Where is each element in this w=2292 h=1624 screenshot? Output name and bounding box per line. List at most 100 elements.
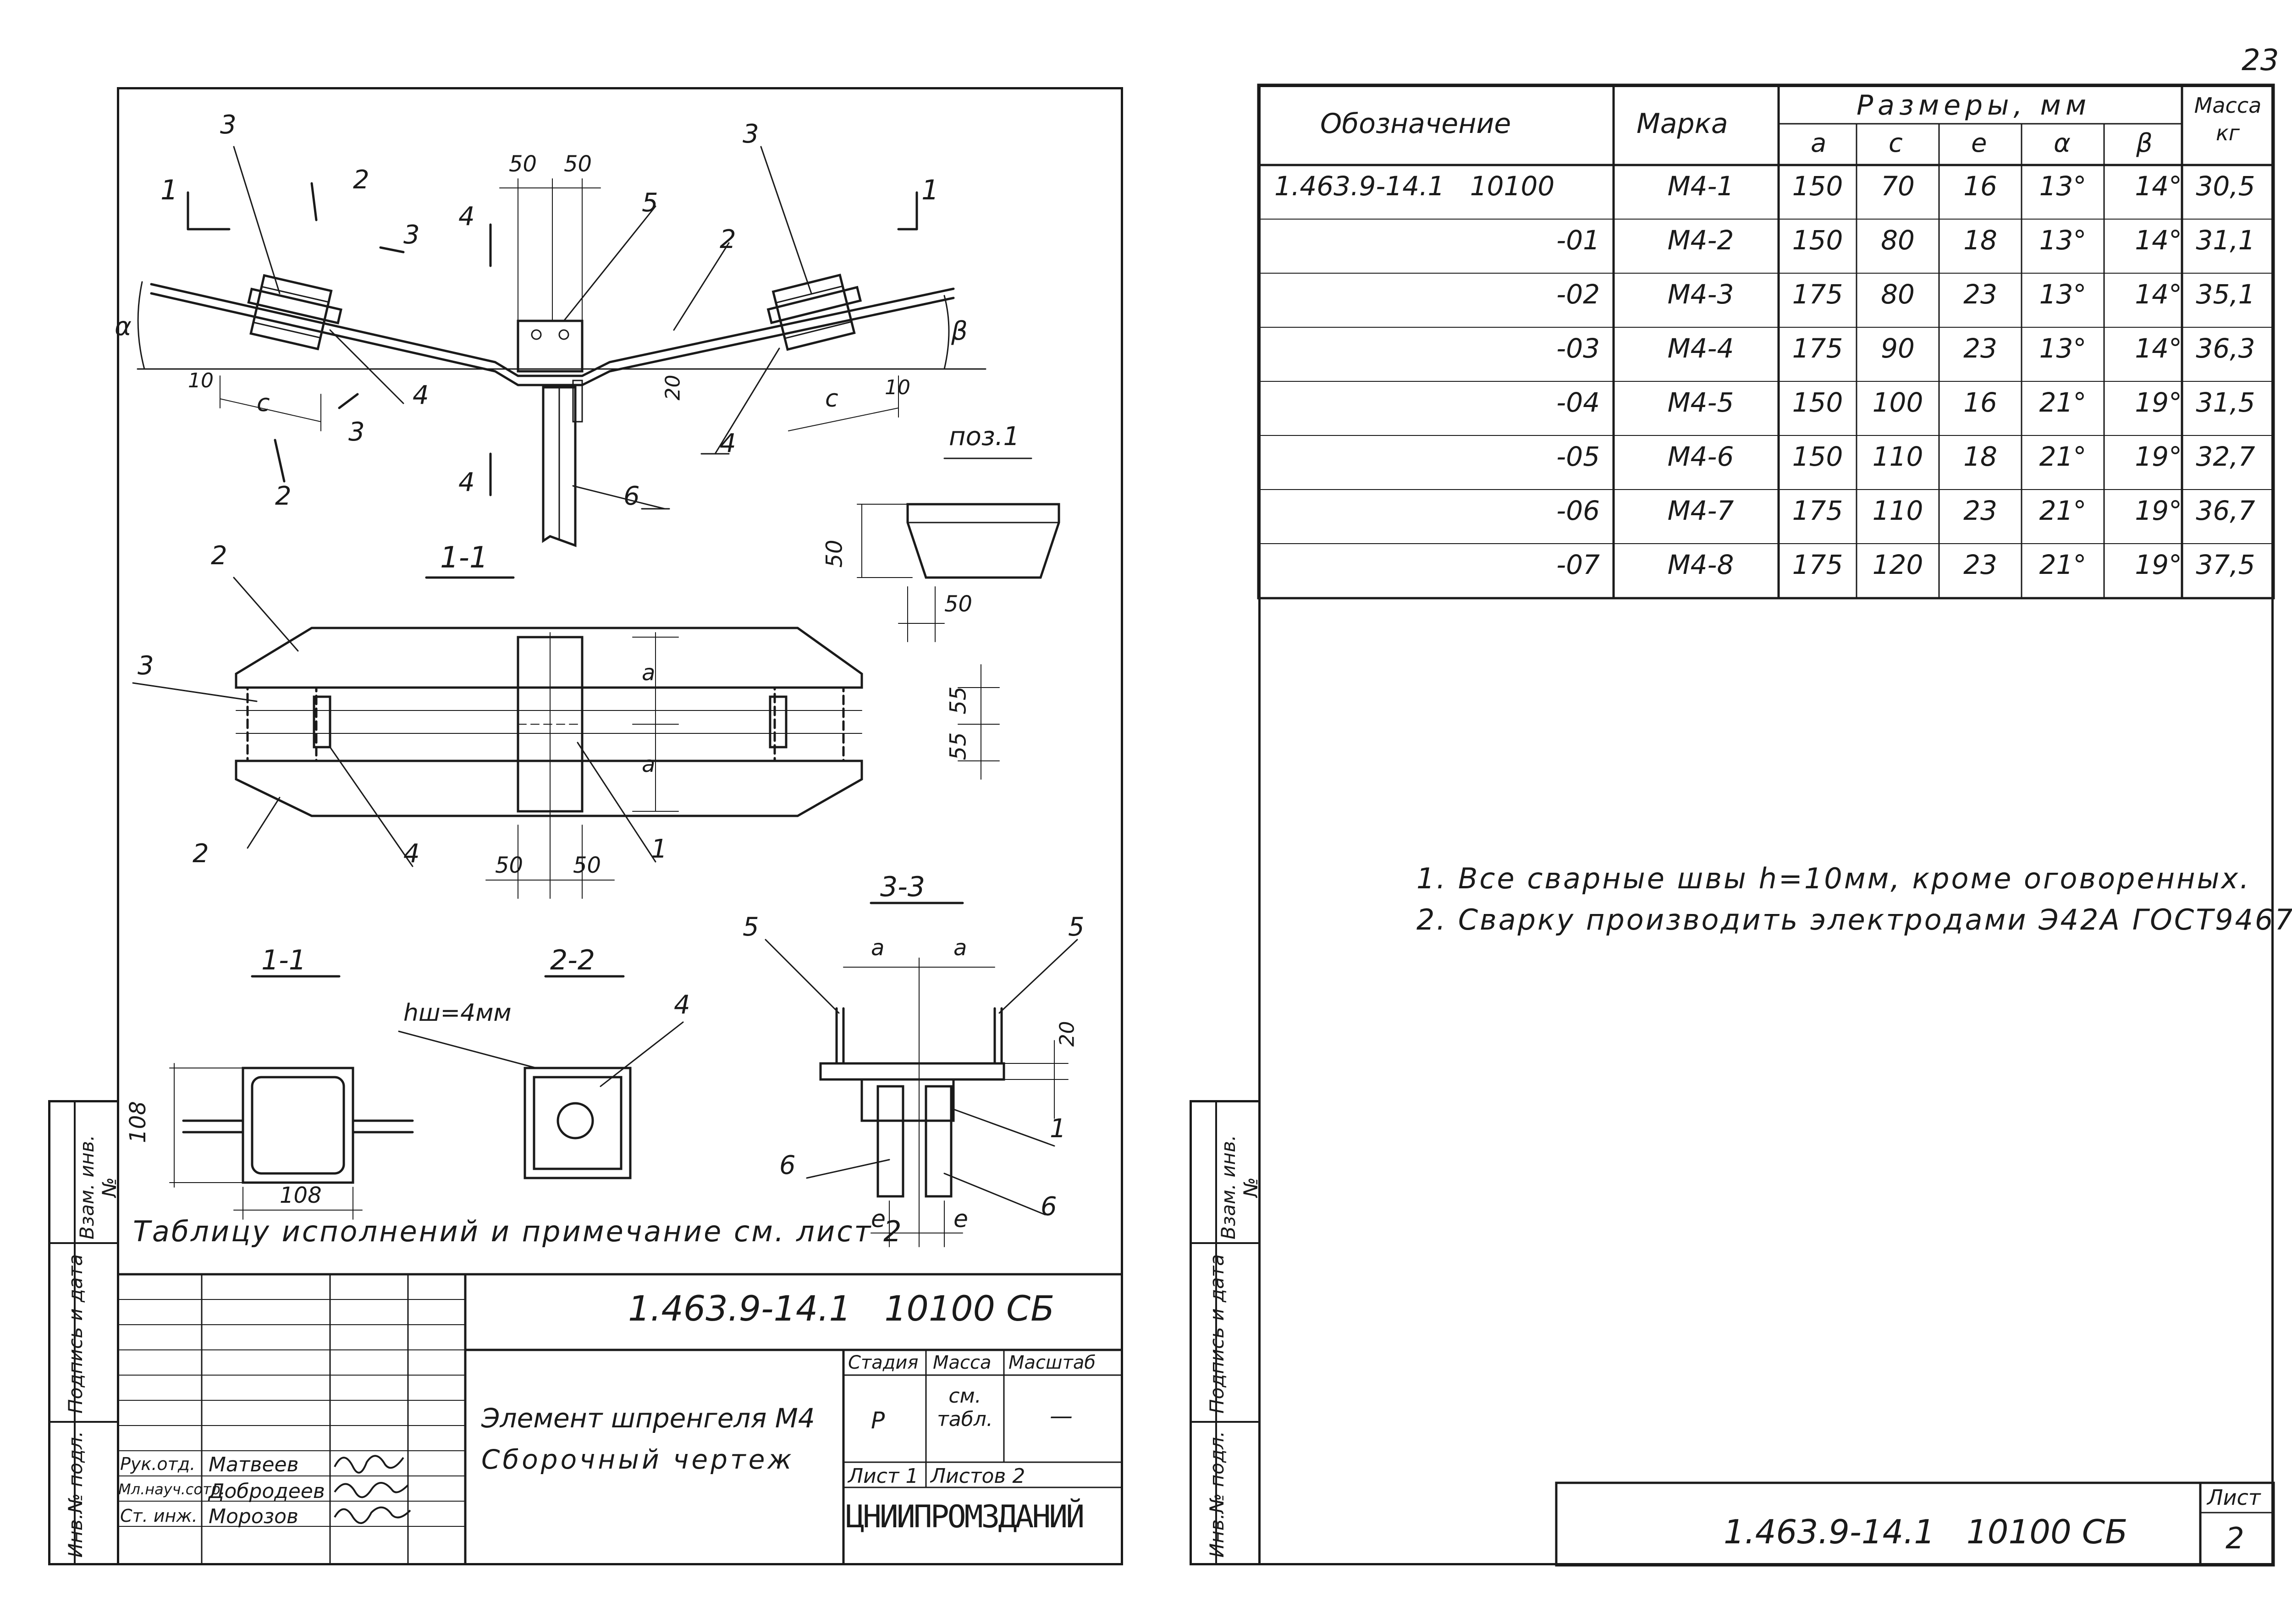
section-mark-2-bot: 2 <box>275 481 292 511</box>
callout-5c: 5 <box>1068 912 1085 942</box>
table-cell-mark: М4-5 <box>1667 387 1734 418</box>
table-cell-e: 16 <box>1963 171 1997 202</box>
table-cell-e: 23 <box>1963 279 1997 310</box>
table-cell-alpha: 13° <box>2039 333 2087 364</box>
side-div-1 <box>48 1242 117 1244</box>
callout-5b: 5 <box>743 912 759 942</box>
table-cell-mark: М4-7 <box>1667 495 1734 526</box>
callout-3c: 3 <box>138 651 154 681</box>
dim-50-right: 50 <box>564 151 592 177</box>
right-sheet-number: 2 <box>2226 1522 2244 1556</box>
role-ml-nauch: Мл.науч.сотр. <box>118 1481 226 1498</box>
table-cell-c: 100 <box>1872 387 1923 418</box>
dim-a-top: a <box>642 660 656 686</box>
dim-a-33-left: a <box>871 935 885 961</box>
table-cell-mass: 31,1 <box>2196 225 2255 256</box>
callout-1a: 1 <box>651 834 667 864</box>
table-cell-beta: 14° <box>2135 333 2182 364</box>
name-morozov: Морозов <box>209 1505 298 1528</box>
pos1-label: поз.1 <box>949 422 1020 451</box>
table-cell-alpha: 13° <box>2039 171 2087 202</box>
callout-4a: 4 <box>413 380 429 410</box>
table-cell-a: 150 <box>1792 387 1843 418</box>
dim-50-plan-right: 50 <box>573 853 601 878</box>
pos1-dim-50-h: 50 <box>944 591 973 617</box>
left-drawing-sheet <box>117 87 1123 1565</box>
table-cell-mark: М4-1 <box>1667 171 1734 202</box>
callout-1b: 1 <box>1050 1114 1066 1144</box>
section-mark-2-top: 2 <box>353 165 369 195</box>
name-dobrodeev: Добродеев <box>209 1480 325 1503</box>
callout-3b: 3 <box>743 119 759 149</box>
table-cell-designation: -01 <box>1556 225 1600 256</box>
right-side-strip <box>1190 1100 1258 1565</box>
stage-head: Стадия <box>848 1352 919 1373</box>
scale-value: — <box>1050 1403 1073 1429</box>
section-22-title: 2-2 <box>550 944 595 976</box>
callout-4d: 4 <box>674 990 690 1020</box>
table-cell-c: 110 <box>1872 495 1923 526</box>
table-cell-a: 150 <box>1792 441 1843 472</box>
table-cell-e: 18 <box>1963 441 1997 472</box>
section-mark-3-bot: 3 <box>348 417 365 447</box>
table-cell-mass: 30,5 <box>2196 171 2255 202</box>
table-cell-c: 70 <box>1881 171 1915 202</box>
title-line-2: Сборочный чертеж <box>481 1444 794 1475</box>
note-1: 1. Все сварные швы h=10мм, кроме оговоре… <box>1416 862 2251 895</box>
right-sheet-head: Лист <box>2207 1485 2261 1510</box>
dim-alpha: α <box>115 312 132 341</box>
section-33-title: 3-3 <box>880 871 925 903</box>
callout-6a: 6 <box>623 481 640 511</box>
role-ruk-otd: Рук.отд. <box>120 1454 196 1474</box>
table-cell-mass: 31,5 <box>2196 387 2255 418</box>
callout-2a: 2 <box>720 225 736 254</box>
table-cell-a: 175 <box>1792 549 1843 580</box>
table-cell-mass: 37,5 <box>2196 549 2255 580</box>
title-line-1: Элемент шпренгеля М4 <box>481 1403 815 1434</box>
table-cell-beta: 14° <box>2135 279 2182 310</box>
role-st-inzh: Ст. инж. <box>120 1506 198 1526</box>
stage-value: Р <box>871 1407 885 1434</box>
table-cell-a: 175 <box>1792 495 1843 526</box>
callout-2b: 2 <box>211 541 227 571</box>
table-cell-designation: -03 <box>1556 333 1600 364</box>
table-cell-c: 80 <box>1881 225 1915 256</box>
callout-6c: 6 <box>1041 1192 1057 1222</box>
table-cell-alpha: 21° <box>2039 441 2087 472</box>
table-cell-alpha: 21° <box>2039 495 2087 526</box>
mass-value: см. табл. <box>937 1384 993 1431</box>
table-cell-mass: 36,7 <box>2196 495 2255 526</box>
table-cell-mass: 35,1 <box>2196 279 2255 310</box>
callout-6b: 6 <box>779 1151 796 1180</box>
table-cell-e: 23 <box>1963 495 1997 526</box>
table-cell-e: 23 <box>1963 549 1997 580</box>
mass-head: Масса <box>933 1352 992 1373</box>
table-cell-designation: 1.463.9-14.1 10100 <box>1274 171 1555 202</box>
table-cell-alpha: 13° <box>2039 279 2087 310</box>
callout-5: 5 <box>642 188 658 218</box>
sub-head-c: c <box>1889 128 1903 158</box>
left-doc-code: 1.463.9-14.1 10100 СБ <box>628 1288 1055 1329</box>
weld-note-hsh: hш=4мм <box>403 999 512 1027</box>
table-cell-alpha: 21° <box>2039 549 2087 580</box>
dim-c-right: c <box>825 385 838 413</box>
table-cell-c: 80 <box>1881 279 1915 310</box>
scale-head: Масштаб <box>1008 1352 1096 1373</box>
table-cell-a: 150 <box>1792 225 1843 256</box>
dim-beta: β <box>951 316 968 346</box>
table-cell-beta: 19° <box>2135 549 2182 580</box>
name-matveev: Матвеев <box>209 1453 299 1476</box>
table-cell-c: 90 <box>1881 333 1915 364</box>
callout-4b: 4 <box>720 429 736 458</box>
callout-2c: 2 <box>193 839 209 869</box>
left-side-strip <box>48 1100 117 1565</box>
table-head-mark: Марка <box>1636 108 1728 140</box>
table-head-designation: Обозначение <box>1320 108 1511 140</box>
section-11-title: 1-1 <box>261 944 306 976</box>
table-cell-mark: М4-4 <box>1667 333 1734 364</box>
table-cell-mark: М4-3 <box>1667 279 1734 310</box>
table-cell-beta: 19° <box>2135 495 2182 526</box>
table-cell-beta: 19° <box>2135 387 2182 418</box>
